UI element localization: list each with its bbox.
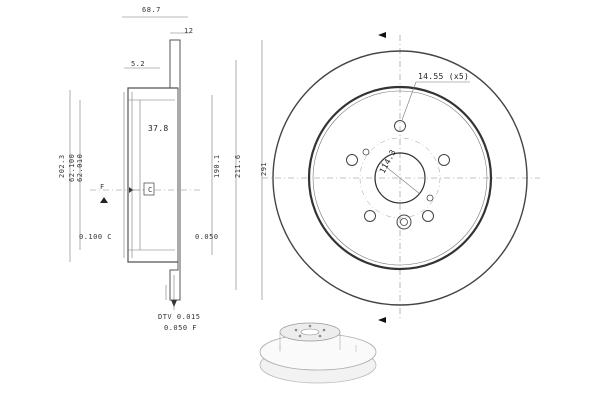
label-tol-flatness: 0.050 F bbox=[164, 324, 197, 332]
friction-inner-circle bbox=[307, 85, 493, 271]
label-tol-dtv: DTV 0.015 bbox=[158, 313, 200, 321]
axis-arrow-icon bbox=[129, 187, 133, 193]
center-bore-circle bbox=[374, 152, 426, 204]
bolt-holes bbox=[346, 120, 450, 222]
label-dia-hat: 190.1 bbox=[213, 154, 221, 178]
hat-circle bbox=[312, 90, 488, 266]
iso-bolt-hole bbox=[308, 324, 312, 328]
label-bore-max: 62.100 bbox=[68, 154, 76, 182]
datum-f-triangle-icon bbox=[100, 197, 108, 203]
front-view: 114.3 14.55 (x5) bbox=[262, 32, 540, 323]
bolt-hole bbox=[346, 154, 358, 166]
iso-hat-wall bbox=[279, 332, 341, 350]
label-hub-depth: 37.8 bbox=[148, 124, 168, 133]
locator-hole bbox=[362, 148, 370, 156]
iso-bore bbox=[300, 328, 320, 336]
bolt-circle-leader bbox=[379, 161, 421, 195]
label-overall-width: 68.7 bbox=[142, 6, 161, 14]
section-arrow-bottom-icon bbox=[378, 317, 386, 323]
locator-hole bbox=[426, 194, 434, 202]
bolt-hole bbox=[422, 210, 434, 222]
side-section-view: 68.7 12 5.2 37.8 C F 202.3 62.100 62.010… bbox=[58, 6, 268, 332]
dtv-arrow-icon bbox=[171, 300, 177, 307]
bolt-hole-leader bbox=[401, 81, 417, 121]
bolt-hole bbox=[364, 210, 376, 222]
label-bolt-holes: 14.55 (x5) bbox=[418, 72, 469, 81]
isometric-thumbnail bbox=[259, 322, 377, 384]
iso-bolt-hole bbox=[294, 328, 298, 332]
label-datum-f: F bbox=[100, 183, 105, 191]
datum-c-box bbox=[143, 182, 155, 196]
bolt-hole bbox=[394, 120, 406, 132]
hat-outline bbox=[127, 87, 178, 263]
iso-bolt-hole bbox=[322, 328, 326, 332]
screw-hole-outer bbox=[396, 214, 412, 230]
bolt-hole bbox=[438, 154, 450, 166]
section-arrow-top-icon bbox=[378, 32, 386, 38]
label-datum-c: C bbox=[148, 186, 153, 194]
label-disc-thickness: 12 bbox=[184, 27, 193, 35]
label-tol-right: 0.050 bbox=[195, 233, 219, 241]
disc-friction-ring bbox=[169, 39, 181, 301]
bolt-circle bbox=[359, 137, 441, 219]
label-dia-friction: 211.6 bbox=[234, 154, 242, 178]
label-dia-outer-hat: 202.3 bbox=[58, 154, 66, 178]
iso-bolt-hole bbox=[298, 334, 302, 338]
label-dia-outer: 291 bbox=[260, 162, 268, 176]
label-tol-left: 0.100 C bbox=[79, 233, 112, 241]
screw-hole-inner bbox=[400, 218, 408, 226]
iso-bolt-hole bbox=[318, 334, 322, 338]
outer-rim-circle bbox=[272, 50, 528, 306]
label-hat-offset: 5.2 bbox=[131, 60, 145, 68]
label-bore-min: 62.010 bbox=[76, 154, 84, 182]
